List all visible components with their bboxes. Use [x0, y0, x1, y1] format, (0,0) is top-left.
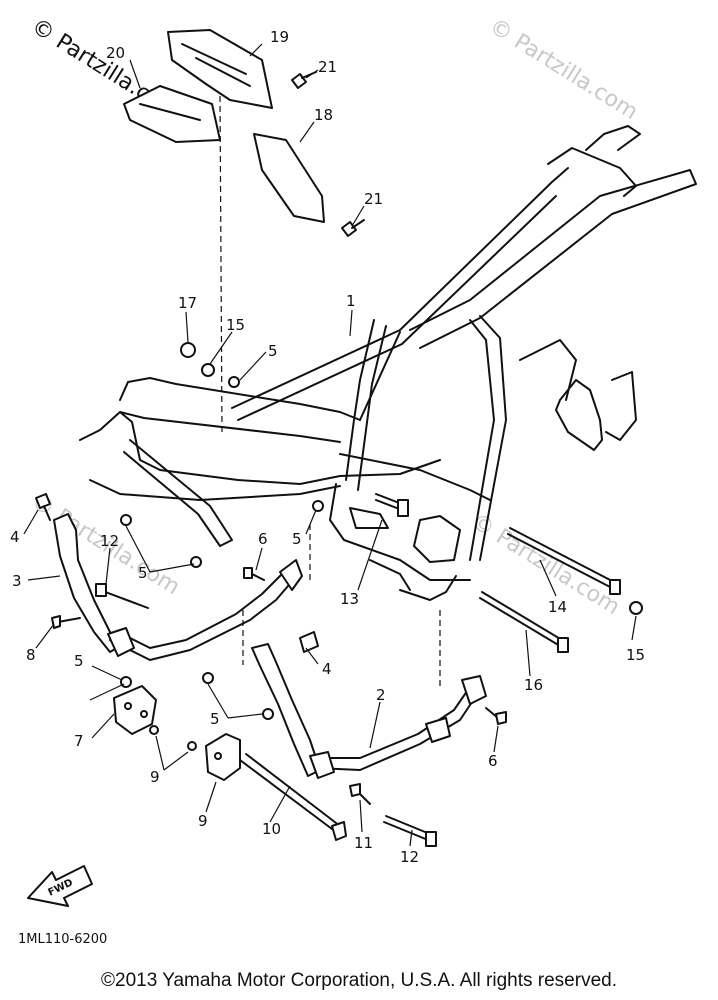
- callout-13: 13: [340, 590, 359, 608]
- bolt-9-left[interactable]: [51, 615, 81, 629]
- nut-5-a[interactable]: [120, 514, 132, 526]
- callout-8: 7: [74, 732, 84, 750]
- through-bolt-11[interactable]: [239, 753, 347, 841]
- nut-5-g[interactable]: [228, 376, 240, 388]
- nut-15-right[interactable]: [629, 601, 643, 615]
- nut-4-right[interactable]: [299, 631, 319, 653]
- bolt-9-right[interactable]: [349, 783, 371, 805]
- nut-5-d[interactable]: [120, 676, 132, 688]
- through-bolt-16[interactable]: [479, 591, 569, 653]
- through-bolt-14[interactable]: [507, 527, 621, 595]
- callout-15-right: 15: [626, 646, 645, 664]
- washer-10-b[interactable]: [187, 741, 197, 751]
- callout-14: 14: [548, 598, 567, 616]
- callout-19: 20: [106, 44, 125, 62]
- callout-5-lower-left: 5: [74, 652, 84, 670]
- bolt-13[interactable]: [375, 493, 409, 517]
- callout-9-left: 8: [26, 646, 36, 664]
- callout-15-upper: 15: [226, 316, 245, 334]
- callout-9-right: 11: [354, 834, 373, 852]
- callout-5-top: 5: [268, 342, 278, 360]
- callout-5-left: 5: [138, 564, 148, 582]
- callout-1: 1: [346, 292, 356, 310]
- callout-6-left: 6: [258, 530, 268, 548]
- callout-21-upper: 21: [318, 58, 337, 76]
- callout-12-left: 12: [100, 532, 119, 550]
- diagram-code: 1ML110-6200: [18, 932, 108, 947]
- bolt-12-left[interactable]: [95, 583, 149, 609]
- callout-6-right: 6: [488, 752, 498, 770]
- cap-17[interactable]: [180, 342, 196, 358]
- callout-17: 17: [178, 294, 197, 312]
- callout-12-right: 12: [400, 848, 419, 866]
- cover-18[interactable]: [167, 29, 273, 109]
- callout-labels: 19 20 21 18 21 1 17 15 5 4 3 12 5 6 5 13…: [10, 28, 645, 866]
- main-frame[interactable]: [79, 125, 697, 601]
- callout-18: 19: [270, 28, 289, 46]
- nut-5-b[interactable]: [190, 556, 202, 568]
- nut-15-left[interactable]: [201, 363, 215, 377]
- nut-5-c[interactable]: [312, 500, 324, 512]
- callout-10: 9: [150, 768, 160, 786]
- nut-5-e[interactable]: [202, 672, 214, 684]
- callout-5-mid: 5: [292, 530, 302, 548]
- leader-lines: [23, 43, 637, 847]
- callout-21-lower: 21: [364, 190, 383, 208]
- bolt-12-right[interactable]: [383, 815, 437, 847]
- callout-16: 16: [524, 676, 543, 694]
- bracket-8[interactable]: [113, 685, 157, 735]
- callout-2: 2: [376, 686, 386, 704]
- right-downtube-2[interactable]: [251, 643, 487, 779]
- forward-arrow-icon: FWD: [27, 865, 93, 907]
- callout-11: 10: [262, 820, 281, 838]
- plate-20[interactable]: [253, 133, 325, 223]
- callout-7: 9: [198, 812, 208, 830]
- callout-4-right: 4: [322, 660, 332, 678]
- callout-4-left: 4: [10, 528, 20, 546]
- bolt-4-left[interactable]: [35, 493, 51, 521]
- watermark-top-right: © Partzilla.com: [485, 14, 642, 125]
- bolt-6-left[interactable]: [243, 567, 265, 581]
- callout-20: 18: [314, 106, 333, 124]
- bracket-7[interactable]: [205, 733, 241, 781]
- bolt-21-lower[interactable]: [341, 219, 365, 237]
- washer-10-a[interactable]: [149, 725, 159, 735]
- copyright-notice: ©2013 Yamaha Motor Corporation, U.S.A. A…: [101, 970, 617, 991]
- callout-3: 3: [12, 572, 22, 590]
- bolt-6-right[interactable]: [485, 707, 507, 725]
- callout-5-lower-mid: 5: [210, 710, 220, 728]
- nut-5-f[interactable]: [262, 708, 274, 720]
- left-downtube-3[interactable]: [53, 513, 303, 661]
- cover-19[interactable]: [123, 85, 221, 143]
